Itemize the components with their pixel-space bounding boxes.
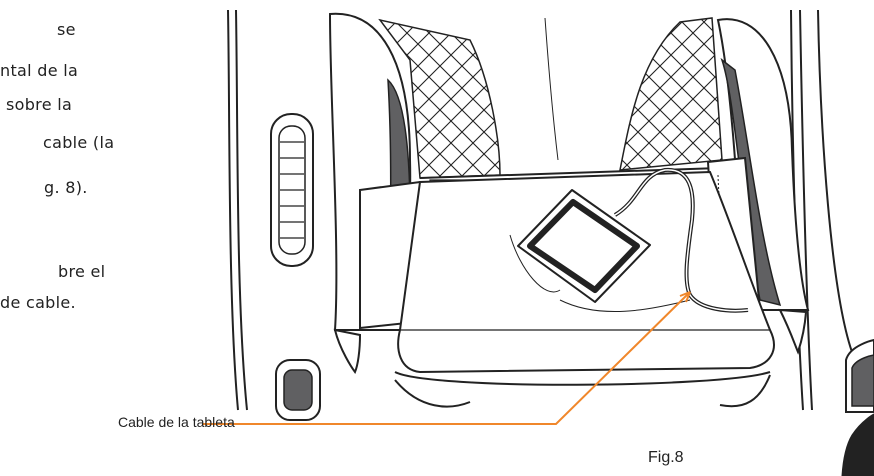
right-foot-pad: [842, 340, 874, 476]
front-edge-left: [395, 380, 470, 407]
center-seam: [545, 18, 558, 160]
left-vent: [271, 114, 313, 266]
figure-caption: Fig.8: [648, 449, 684, 467]
left-foot-pad: [276, 360, 320, 420]
callout-label: Cable de la tableta: [118, 414, 235, 430]
